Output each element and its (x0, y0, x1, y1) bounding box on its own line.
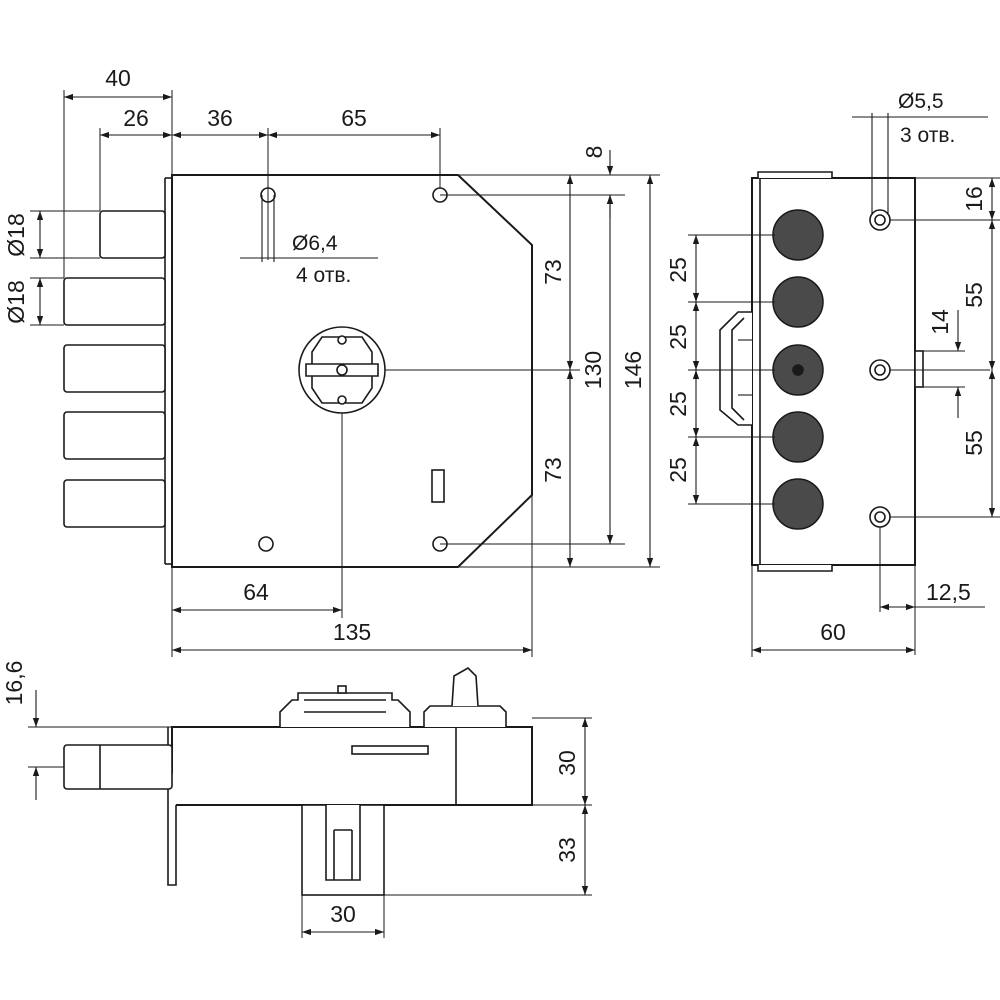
bottom-dim-30-height: 30 (554, 750, 580, 776)
dim-73-upper: 73 (540, 259, 566, 285)
dim-64: 64 (243, 579, 269, 605)
screw-hole-middle (869, 359, 891, 381)
bolt-head-5 (772, 478, 824, 530)
side-dim-hole-dia: Ø5,5 (898, 90, 944, 113)
bottom-dim-33: 33 (554, 837, 580, 863)
side-dim-12-5: 12,5 (926, 579, 971, 605)
dim-26: 26 (123, 105, 149, 131)
dim-146: 146 (620, 351, 646, 389)
dim-65: 65 (341, 105, 367, 131)
bottom-dim-30-width: 30 (330, 901, 356, 927)
side-view: Ø5,5 3 отв. 16 55 55 14 25 25 25 (665, 90, 1000, 657)
screw-hole-top (869, 209, 891, 231)
bottom-cylinder-top (279, 685, 411, 727)
side-nub (914, 350, 924, 388)
bolt-head-2 (772, 276, 824, 328)
bolt-head-1 (772, 209, 824, 261)
screw-hole-bottom (869, 506, 891, 528)
side-dim-pitch-4: 25 (665, 457, 691, 483)
bottom-slot (351, 745, 429, 755)
bottom-body (171, 726, 533, 806)
bolt-head-4 (772, 411, 824, 463)
dim-hole-count: 4 отв. (296, 264, 351, 287)
bottom-strike-box (301, 804, 385, 896)
bolt-2 (63, 277, 166, 326)
dim-8: 8 (581, 146, 607, 159)
side-dim-hole-count: 3 отв. (900, 124, 955, 147)
bottom-knob (423, 667, 507, 727)
bottom-view: 16,6 30 33 30 (1, 661, 592, 938)
dim-130: 130 (580, 351, 606, 389)
side-dim-pitch-2: 25 (665, 324, 691, 350)
side-latch (719, 311, 752, 426)
bolt-5 (63, 479, 166, 528)
bottom-dim-16-6: 16,6 (1, 661, 27, 706)
side-dim-14: 14 (927, 309, 953, 335)
dim-135: 135 (333, 619, 371, 645)
slot (431, 469, 445, 503)
dim-bolt-dia-2: Ø18 (3, 280, 29, 323)
side-dim-pitch-1: 25 (665, 257, 691, 283)
side-dim-55-upper: 55 (961, 282, 987, 308)
bolt-4 (63, 411, 166, 460)
dim-hole-dia: Ø6,4 (292, 232, 338, 255)
cylinder-cam (298, 326, 386, 414)
dim-bolt-dia-1: Ø18 (3, 213, 29, 256)
side-dim-pitch-3: 25 (665, 391, 691, 417)
mounting-hole-bottom-left (258, 536, 274, 552)
side-dim-55-lower: 55 (961, 430, 987, 456)
front-view: 40 26 36 65 Ø18 Ø18 Ø6,4 4 отв. (3, 65, 660, 657)
bolt-3 (63, 344, 166, 393)
side-dim-16: 16 (961, 186, 987, 212)
dim-40: 40 (105, 65, 131, 91)
dim-36: 36 (207, 105, 233, 131)
bolt-1 (99, 210, 166, 259)
bottom-bolt (63, 744, 173, 790)
side-dim-60: 60 (820, 619, 846, 645)
dim-73-lower: 73 (540, 457, 566, 483)
